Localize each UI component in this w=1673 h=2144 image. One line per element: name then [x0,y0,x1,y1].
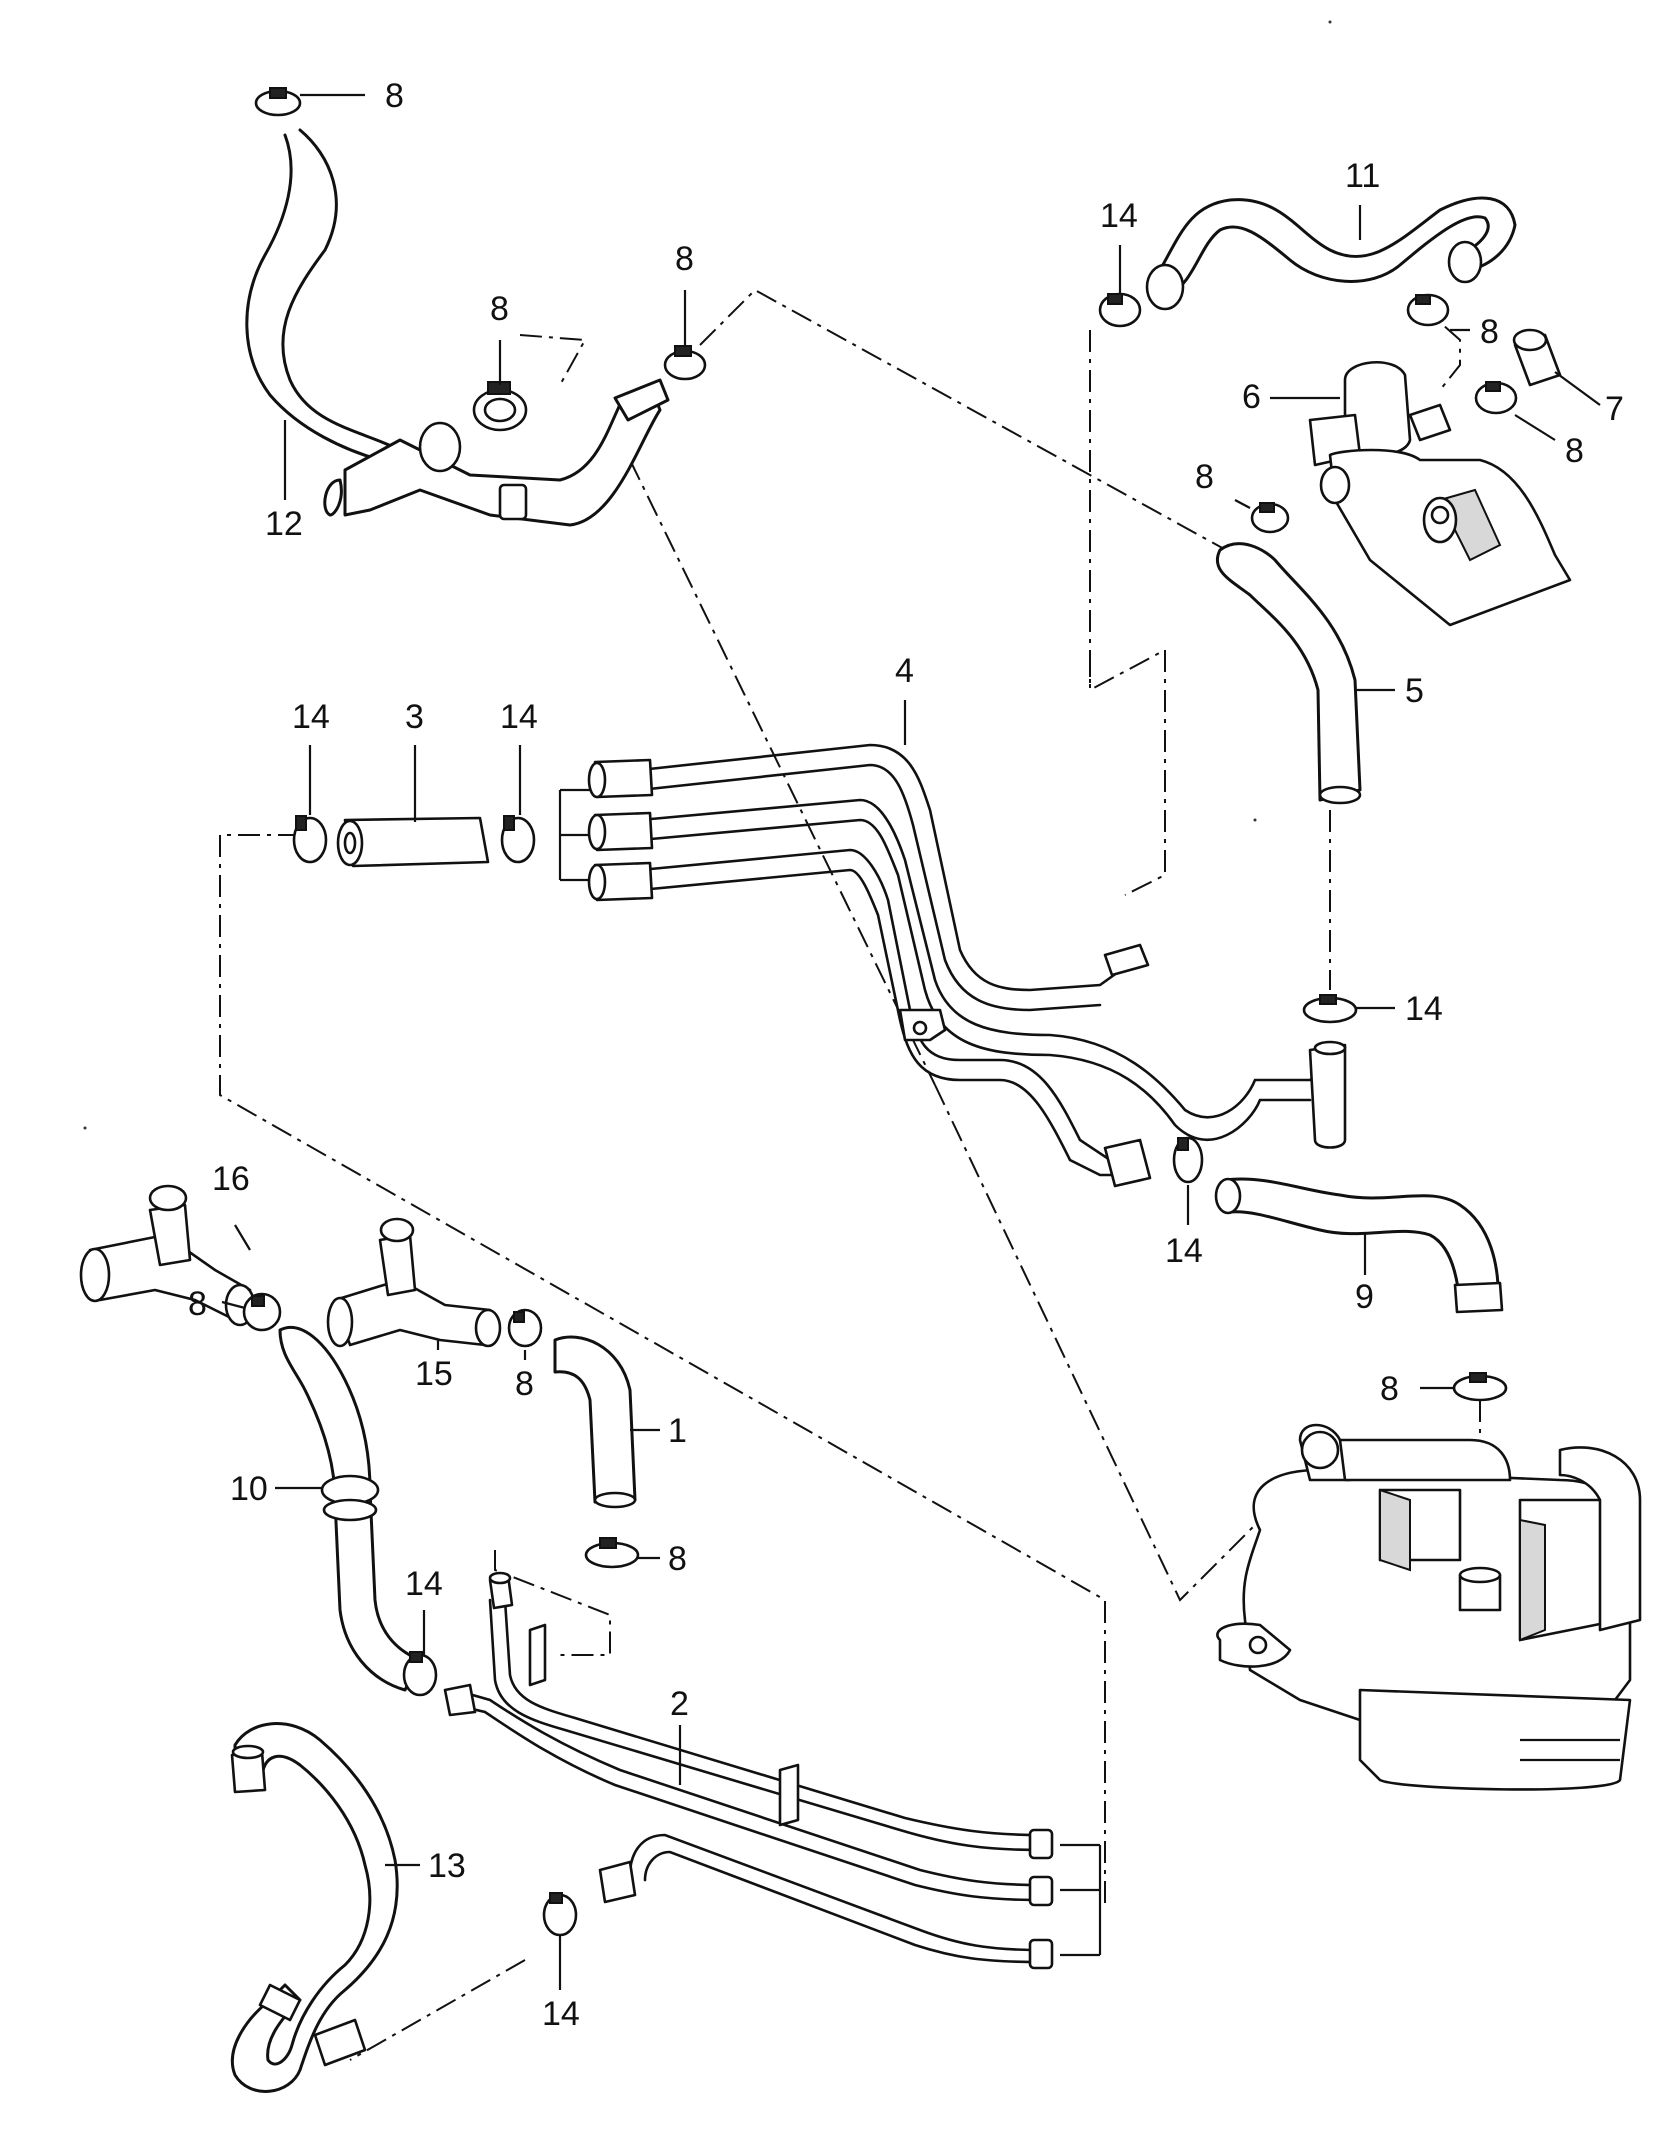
clamp-8-icon [507,1308,543,1348]
t-connector-16 [79,1184,256,1327]
callout-labels: 8 8 8 12 14 11 8 6 7 8 8 5 4 14 3 14 14 … [188,77,1624,2033]
clamp-8-icon [584,1537,640,1569]
t-connector-15 [326,1217,502,1348]
callout-label: 14 [292,698,330,736]
callout-label: 5 [1405,672,1424,710]
scan-dot [1328,20,1332,24]
callout-label: 14 [405,1565,443,1603]
clamp-8-icon [1452,1372,1508,1402]
clamp-14-icon [542,1892,578,1937]
callout-label: 8 [515,1365,534,1403]
clamp-8-icon [1406,293,1450,327]
callout-label: 14 [1100,197,1138,235]
clamp-14-icon [1098,292,1142,328]
sleeve-3 [336,816,490,868]
bracket-bundle-4 [558,788,590,882]
bracket-pipe-2 [1060,1843,1102,1957]
clamp-8-icon [472,381,528,432]
callout-label: 6 [1242,378,1261,416]
clamp-14-icon [1172,1136,1204,1184]
hose-13 [230,1722,399,2093]
callout-label: 2 [670,1685,689,1723]
callout-label: 13 [428,1847,466,1885]
clamp-14-icon [402,1651,438,1697]
clamp-8-icon [242,1292,282,1332]
scan-dot [1253,818,1257,822]
clamp-14-icon [1302,994,1358,1024]
callout-label: 8 [1480,313,1499,351]
callout-label: 14 [1405,990,1443,1028]
callout-label: 8 [668,1540,687,1578]
callout-label: 1 [668,1412,687,1450]
hose-1 [553,1335,637,1509]
callout-label: 8 [1195,458,1214,496]
callout-label: 8 [1380,1370,1399,1408]
callout-label: 14 [1165,1232,1203,1270]
pipe-assembly-2 [443,1571,1054,1970]
scan-dot [83,1126,87,1130]
clamp-8-icon [254,87,302,117]
auxiliary-heater-unit [1216,1423,1642,1791]
callout-label: 14 [542,1995,580,2033]
hose-9 [1214,1177,1504,1314]
leader-lines [221,93,1601,1990]
clamp-8-icon [1250,502,1290,534]
callout-label: 10 [230,1470,268,1508]
callout-label: 8 [675,240,694,278]
callout-label: 11 [1345,157,1380,195]
callout-label: 16 [212,1160,250,1198]
sleeve-7 [1512,328,1562,387]
callout-label: 14 [500,698,538,736]
clamp-14-icon [500,815,536,864]
callout-label: 4 [895,652,914,690]
t-connector-port [418,421,462,473]
callout-label: 8 [490,290,509,328]
callout-label: 8 [385,77,404,115]
callout-label: 3 [405,698,424,736]
callout-label: 9 [1355,1278,1374,1316]
hose-12 [245,128,670,527]
valve-6 [1308,361,1572,627]
hose-11 [1145,196,1517,311]
clamp-8-icon [663,345,707,381]
callout-label: 8 [1565,432,1584,470]
callout-label: 8 [188,1285,207,1323]
clamp-14-icon [292,815,328,864]
callout-label: 12 [265,505,303,543]
assembly-lines [219,288,1481,2061]
clamp-8-icon [1474,381,1518,415]
pipe-bundle-4 [587,743,1347,1188]
callout-label: 7 [1605,390,1624,428]
hose-5 [1215,542,1362,805]
callout-label: 15 [415,1355,453,1393]
hose-10 [278,1326,422,1692]
